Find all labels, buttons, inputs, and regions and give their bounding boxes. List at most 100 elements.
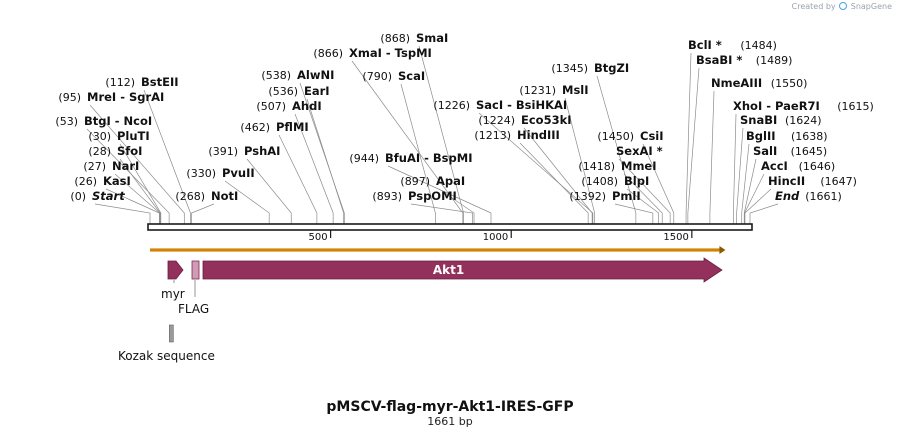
site-name[interactable]: NarI [112,159,139,173]
site-name[interactable]: AlwNI [297,68,334,82]
site-leader-line [685,52,692,224]
site-name[interactable]: XmaI - TspMI [349,46,432,60]
kozak-box [169,324,174,343]
site-position: (26) [74,175,97,188]
site-position: (868) [380,32,410,45]
site-position: (1408) [581,175,618,188]
feature-myr[interactable]: myr [161,260,185,301]
site-name[interactable]: PspOMI [408,189,457,203]
site-leader-line [687,67,700,224]
site-name[interactable]: MslI [562,83,589,97]
site-position: (1624) [785,114,822,127]
feature-akt1[interactable]: Akt1 [202,257,723,283]
ruler-tick-label: 1500 [663,232,688,243]
site-name[interactable]: Start [92,189,125,203]
site-leader-line [618,158,671,224]
site-position: (391) [208,145,238,158]
site-name[interactable]: BfuAI - BspMI [385,151,472,165]
ruler-tick-label: 500 [309,232,328,243]
site-leader-line [410,203,473,224]
site-leader-line [119,158,161,224]
site-name[interactable]: MreI - SgrAI [87,90,164,104]
site-position: (95) [58,91,81,104]
site-leader-line [351,60,464,224]
site-name[interactable]: SnaBI [740,113,777,127]
site-position: (30) [88,130,111,143]
site-name[interactable]: HincII [768,174,805,188]
site-name[interactable]: BclI * [688,38,722,52]
site-leader-line [119,143,162,224]
site-leader-line [143,89,191,224]
site-position: (1489) [756,54,793,67]
site-name[interactable]: EarI [304,84,330,98]
site-position: (1484) [740,39,777,52]
ruler-tick-label: 1000 [483,232,508,243]
site-name[interactable]: XhoI - PaeR7I [733,99,820,113]
site-name[interactable]: SacI - BsiHKAI [476,98,567,112]
site-position: (1450) [597,130,634,143]
site-name[interactable]: PflMI [276,120,309,134]
site-name[interactable]: SfoI [117,144,142,158]
site-position: (1615) [837,100,874,113]
site-leader-line [623,173,663,224]
feature-kozak-sequence[interactable]: Kozak sequence [118,324,215,363]
credit-brand: SnapGene [850,2,892,11]
site-name[interactable]: AccI [761,159,788,173]
site-position: (462) [240,121,270,134]
site-position: (897) [400,175,430,188]
site-name[interactable]: PshAI [244,144,280,158]
feature-flag[interactable]: FLAG [178,260,209,316]
site-leader-line [278,134,318,224]
site-name[interactable]: ScaI [398,69,425,83]
site-name[interactable]: PvuII [222,166,255,180]
site-leader-line [741,143,750,224]
site-leader-line [246,158,292,224]
site-name[interactable]: NmeAIII [711,76,762,90]
site-name[interactable]: BglII [746,129,776,143]
site-leader-line [478,112,594,224]
site-position: (1550) [771,77,808,90]
site-position: (1345) [551,62,588,75]
site-leader-line [400,83,436,224]
site-leader-line [564,97,596,224]
site-leader-line [306,98,344,224]
site-name[interactable]: SexAI * [616,144,663,158]
site-position: (1418) [578,160,615,173]
site-position: (507) [256,100,286,113]
site-leader-line [743,158,757,224]
site-name[interactable]: Eco53kI [521,113,572,127]
site-position: (538) [261,69,291,82]
snapgene-logo-icon [839,2,848,10]
snapgene-credit: Created by SnapGene [792,2,892,11]
site-name[interactable]: HindIII [517,128,560,142]
site-name[interactable]: SalI [753,144,777,158]
site-name[interactable]: BlpI [624,174,649,188]
site-name[interactable]: CsiI [640,129,664,143]
feature-label: FLAG [178,302,209,316]
site-leader-line [89,104,185,224]
site-position: (330) [186,167,216,180]
site-position: (1647) [820,175,857,188]
site-name[interactable]: End [775,189,800,203]
site-name[interactable]: PmlI [612,189,641,203]
site-labels: Start(0)KasI(26)NarI(27)SfoI(28)PluTI(30… [55,31,873,203]
site-name[interactable]: AhdI [292,99,322,113]
site-name[interactable]: MmeI [621,159,657,173]
site-leader-line [519,142,589,224]
site-name[interactable]: BsaBI * [696,53,742,67]
site-name[interactable]: PluTI [117,129,150,143]
site-leader-line [744,173,765,224]
sequence-backbone: 500 1000 1500 [147,223,753,254]
site-name[interactable]: BstEII [141,75,179,89]
site-position: (536) [268,85,298,98]
site-leader-line [418,45,464,224]
site-name[interactable]: KasI [103,174,131,188]
site-name[interactable]: BtgZI [594,61,629,75]
site-position: (893) [372,190,402,203]
site-name[interactable]: BtgI - NcoI [84,114,152,128]
site-name[interactable]: NotI [211,189,238,203]
site-name[interactable]: ApaI [436,174,465,188]
site-name[interactable]: SmaI [416,31,448,45]
